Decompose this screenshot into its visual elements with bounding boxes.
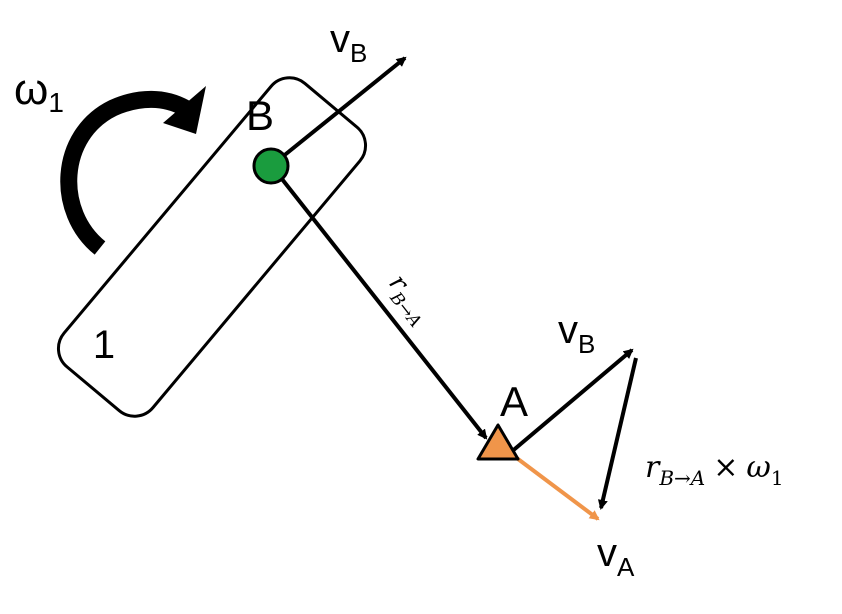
velocity-b-subscript: B (350, 38, 367, 68)
point-b-marker (252, 147, 290, 185)
point-a-marker (476, 423, 520, 461)
cross-product-label: rB→A ×ω1 (645, 450, 784, 490)
cross-operator: × (713, 450, 738, 485)
position-vector-label: rB→A (378, 269, 438, 332)
triangle-vb-symbol: v (558, 308, 578, 352)
cross-r-subscript: B→A (658, 466, 705, 490)
cross-omega-subscript: 1 (771, 466, 784, 490)
velocity-b-arrow (269, 56, 407, 168)
velocity-a-arrow (508, 451, 600, 521)
omega-label: ω1 (14, 65, 64, 118)
rotation-arc (60, 90, 190, 255)
link-label: 1 (93, 323, 115, 367)
rotation-arrowhead (163, 86, 206, 134)
omega-subscript: 1 (48, 87, 64, 118)
velocity-b-label: vB (330, 17, 367, 68)
velocity-a-symbol: v (597, 531, 617, 575)
svg-text:rB→A: rB→A (378, 269, 438, 332)
position-vector-arrow (276, 172, 488, 440)
velocity-b-symbol: v (330, 17, 350, 61)
link-body (56, 76, 368, 418)
cross-omega-symbol: ω (746, 450, 770, 485)
velocity-a-subscript: A (617, 552, 635, 582)
cross-r-symbol: r (645, 450, 661, 485)
point-a-label: A (500, 378, 528, 425)
triangle-cross-arrow (597, 357, 638, 510)
point-b-label: B (246, 92, 274, 139)
triangle-vb-subscript: B (578, 329, 595, 359)
triangle-vb-arrow (508, 348, 634, 455)
omega-symbol: ω (14, 65, 48, 114)
velocity-a-label: vA (597, 531, 635, 582)
triangle-vb-label: vB (558, 308, 595, 359)
